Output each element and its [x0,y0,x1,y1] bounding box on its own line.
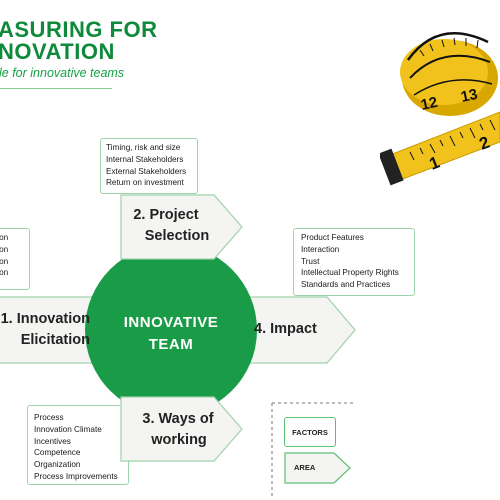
stage-label-line: 3. Ways of [142,411,214,427]
stage-label-line: working [151,432,207,448]
factor-item: tion [0,256,9,266]
legend-frame [271,402,356,497]
stage-label-project-selection: 2. Project Selection [120,205,226,247]
arrow-ways-of-working [120,396,243,462]
factor-item: External Stakeholders [106,166,187,176]
factor-item: Return on investment [106,178,184,188]
factor-item: Process Improvements [34,471,118,481]
factors-box-impact: Product Features Interaction Trust Intel… [293,228,415,296]
factors-box-elicitation: tion tion tion tion [0,228,30,290]
factor-item: Product Features [301,233,364,242]
stage-label-elicitation: 1. Innovation Elicitation [0,309,90,351]
stage-label-ways-of-working: 3. Ways of working [120,409,228,451]
center-label-line-1: INNOVATIVE [123,314,219,331]
factor-item: Standards and Practices [301,280,391,290]
subtitle: le for innovative teams [0,66,125,80]
factor-item: tion [0,268,9,278]
factor-item: Process [34,413,64,422]
title-line-2: NOVATION [0,39,115,64]
factor-item: Organization [34,460,81,470]
factor-item: Trust [301,256,320,266]
arrow-project-selection [120,194,243,260]
tape-number-13: 13 [459,86,479,106]
stage-label-line: 2. Project [133,207,199,223]
stage-label-line: Selection [144,228,210,244]
stage-label-impact: 4. Impact [254,319,344,340]
factors-box-project-selection: Timing, risk and size Internal Stakehold… [100,138,198,194]
factor-item: Intellectual Property Rights [301,268,399,278]
tape-measure-image: 12 13 1 2 [380,32,500,186]
stage-label-line: Elicitation [20,332,90,348]
stage-label-line: 4. Impact [254,321,317,337]
factor-item: Interaction [301,244,340,254]
title-line-1: ASURING FOR [0,17,158,42]
legend-factors-box: FACTORS [284,417,336,447]
factor-item: Internal Stakeholders [106,154,184,164]
title-divider [0,88,112,89]
factor-item: tion [0,233,9,242]
factor-item: Incentives [34,436,71,446]
innovative-team-circle: INNOVATIVE TEAM [85,244,257,416]
factor-item: tion [0,244,9,254]
factor-item: Innovation Climate [34,424,102,434]
legend-area-arrow [284,452,351,484]
factor-item: Competence [34,448,81,458]
legend-factors-label: FACTORS [292,428,328,437]
center-label-line-2: TEAM [148,336,194,353]
legend-area-label: AREA [294,463,316,472]
factor-item: Timing, risk and size [106,143,181,152]
stage-label-line: 1. Innovation [0,311,90,327]
tape-number-12: 12 [419,94,439,114]
factors-box-ways-of-working: Process Innovation Climate Incentives Co… [27,405,129,485]
